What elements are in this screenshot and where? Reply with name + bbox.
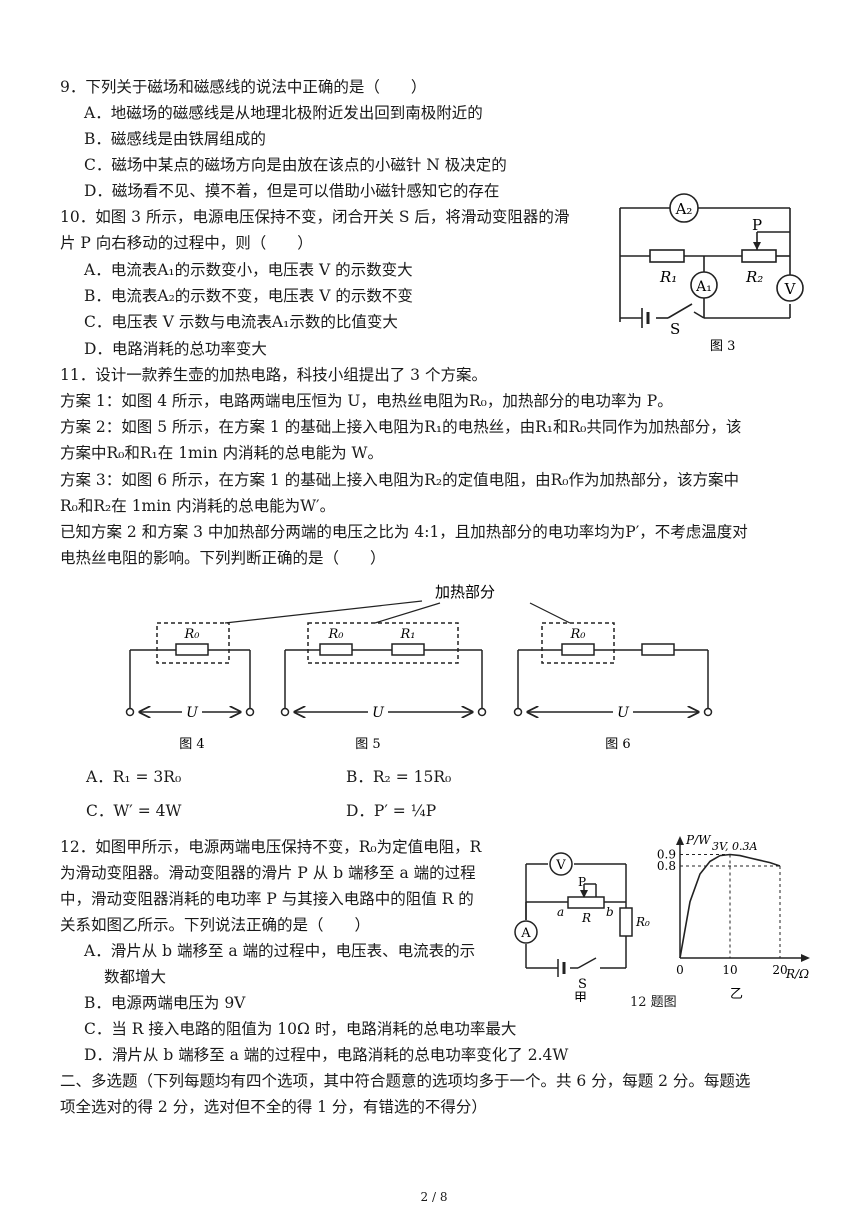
q12-option-a: A．滑片从 b 端移至 a 端的过程中，电压表、电流表的示 xyxy=(84,942,476,960)
section2-line-1: 二、多选题（下列每题均有四个选项，其中符合题意的选项均多于一个。共 6 分，每题… xyxy=(60,1072,751,1090)
fig3-p-label: P xyxy=(752,216,762,234)
page-number: 2 / 8 xyxy=(420,1190,448,1204)
q10-stem-line1: 10．如图 3 所示，电源电压保持不变，闭合开关 S 后，将滑动变阻器的滑 xyxy=(60,208,570,226)
figure-12-graph: 0.80.9 0 10 20 P/W R/Ω 3V, 0.3A 乙 xyxy=(657,833,810,1002)
fig6-u-label: U xyxy=(617,705,630,721)
fig3-a1-label: A₁ xyxy=(695,279,712,295)
figures-4-5-6: 加热部分 R₀ U 图 4 R₀ R₁ U 图 5 xyxy=(125,583,713,752)
fig5-r0-label: R₀ xyxy=(328,627,345,642)
fig3-caption: 图 3 xyxy=(710,339,735,354)
fig5-caption: 图 5 xyxy=(355,737,380,752)
heating-part-label: 加热部分 xyxy=(435,583,495,601)
fig12-yi-label: 乙 xyxy=(730,987,743,1002)
q11-option-a: A．R₁ = 3R₀ xyxy=(86,768,182,786)
q11-line-3: 方案 2：如图 5 所示，在方案 1 的基础上接入电阻为R₁的电热丝，由R₁和R… xyxy=(60,418,742,436)
fig3-s-label: S xyxy=(670,320,680,338)
fig3-v-label: V xyxy=(784,280,797,298)
fig12-s-label: S xyxy=(578,977,587,992)
fig12-caption: 12 题图 xyxy=(630,995,677,1010)
fig12-b-end-label: b xyxy=(606,905,614,919)
q11-line-4: 方案中R₀和R₁在 1min 内消耗的总电能为 W。 xyxy=(60,444,383,462)
fig12-a-end-label: a xyxy=(557,905,564,919)
q10-option-c: C．电压表 V 示数与电流表A₁示数的比值变大 xyxy=(84,313,398,331)
q11-line-5: 方案 3：如图 6 所示，在方案 1 的基础上接入电阻为R₂的定值电阻，由R₀作… xyxy=(60,471,739,489)
x-tick-10: 10 xyxy=(722,963,737,977)
fig5-u-label: U xyxy=(372,705,385,721)
section2-line-2: 项全选对的得 2 分，选对但不全的得 1 分，有错选的不得分） xyxy=(60,1098,487,1116)
q12-line-3: 中，滑动变阻器消耗的电功率 P 与其接入电路中的阻值 R 的 xyxy=(60,890,474,908)
fig12-p-label: P xyxy=(578,875,586,889)
graph-annotation: 3V, 0.3A xyxy=(712,840,758,853)
q12-option-a-cont: 数都增大 xyxy=(104,968,167,986)
fig4-r0-label: R₀ xyxy=(184,627,201,642)
fig6-r0-label: R₀ xyxy=(570,627,587,642)
q11-line-8: 电热丝电阻的影响。下列判断正确的是（ ） xyxy=(60,549,386,567)
figure-12-circuit: V A P R a b R₀ S 甲 xyxy=(514,852,650,1002)
fig12-r0-label: R₀ xyxy=(635,915,650,929)
y-tick-0.9: 0.9 xyxy=(657,848,676,862)
x-tick-20: 20 xyxy=(772,963,787,977)
q12-option-b: B．电源两端电压为 9V xyxy=(84,994,246,1012)
fig12-a-label: A xyxy=(520,926,531,941)
q10-option-d: D．电路消耗的总功率变大 xyxy=(84,340,267,358)
fig6-caption: 图 6 xyxy=(605,737,630,752)
q12-option-d: D．滑片从 b 端移至 a 端的过程中，电路消耗的总电功率变化了 2.4W xyxy=(84,1046,569,1064)
fig12-r-label: R xyxy=(581,911,591,925)
fig4-u-label: U xyxy=(186,705,199,721)
q11-option-d: D．P′ = ¼P xyxy=(346,802,437,820)
fig3-a2-label: A₂ xyxy=(675,200,693,218)
q11-line-1: 11．设计一款养生壶的加热电路，科技小组提出了 3 个方案。 xyxy=(60,366,487,384)
power-curve xyxy=(679,853,781,959)
q9-option-b: B．磁感线是由铁屑组成的 xyxy=(84,130,266,148)
graph-ylabel: P/W xyxy=(685,833,712,847)
q10-option-b: B．电流表A₂的示数不变，电压表 V 的示数不变 xyxy=(84,287,413,305)
fig12-jia-label: 甲 xyxy=(574,991,587,1002)
q9-option-d: D．磁场看不见、摸不着，但是可以借助小磁针感知它的存在 xyxy=(84,182,500,200)
graph-xlabel: R/Ω xyxy=(785,967,809,981)
q11-option-c: C．W′ = 4W xyxy=(86,802,182,820)
q12-line-4: 关系如图乙所示。下列说法正确的是（ ） xyxy=(60,916,371,934)
fig12-v-label: V xyxy=(555,858,566,873)
q11-option-b: B．R₂ = 15R₀ xyxy=(346,768,452,786)
figure-3-circuit: A₂ A₁ V P R₁ R₂ S 图 3 xyxy=(619,193,804,354)
q11-line-7: 已知方案 2 和方案 3 中加热部分两端的电压之比为 4:1，且加热部分的电功率… xyxy=(60,523,748,541)
q9-stem: 9．下列关于磁场和磁感线的说法中正确的是（ ） xyxy=(60,78,427,96)
q11-line-2: 方案 1：如图 4 所示，电路两端电压恒为 U，电热丝电阻为R₀，加热部分的电功… xyxy=(60,392,673,410)
q12-option-c: C．当 R 接入电路的阻值为 10Ω 时，电路消耗的总电功率最大 xyxy=(84,1020,517,1038)
fig3-r1-label: R₁ xyxy=(659,268,677,286)
fig4-caption: 图 4 xyxy=(179,737,204,752)
q9-option-c: C．磁场中某点的磁场方向是由放在该点的小磁针 N 极决定的 xyxy=(84,156,507,174)
fig3-r2-label: R₂ xyxy=(745,268,763,286)
x-tick-0: 0 xyxy=(676,963,684,977)
q9-option-a: A．地磁场的磁感线是从地理北极附近发出回到南极附近的 xyxy=(84,104,483,122)
q10-option-a: A．电流表A₁的示数变小，电压表 V 的示数变大 xyxy=(84,261,413,279)
q11-line-6: R₀和R₂在 1min 内消耗的总电能为W′。 xyxy=(60,497,336,515)
y-tick-0.8: 0.8 xyxy=(657,859,676,873)
q12-line-1: 12．如图甲所示，电源两端电压保持不变，R₀为定值电阻，R xyxy=(60,838,482,856)
fig5-r1-label: R₁ xyxy=(400,627,416,642)
q10-stem-line2: 片 P 向右移动的过程中，则（ ） xyxy=(60,234,313,252)
q12-line-2: 为滑动变阻器。滑动变阻器的滑片 P 从 b 端移至 a 端的过程 xyxy=(60,864,476,882)
